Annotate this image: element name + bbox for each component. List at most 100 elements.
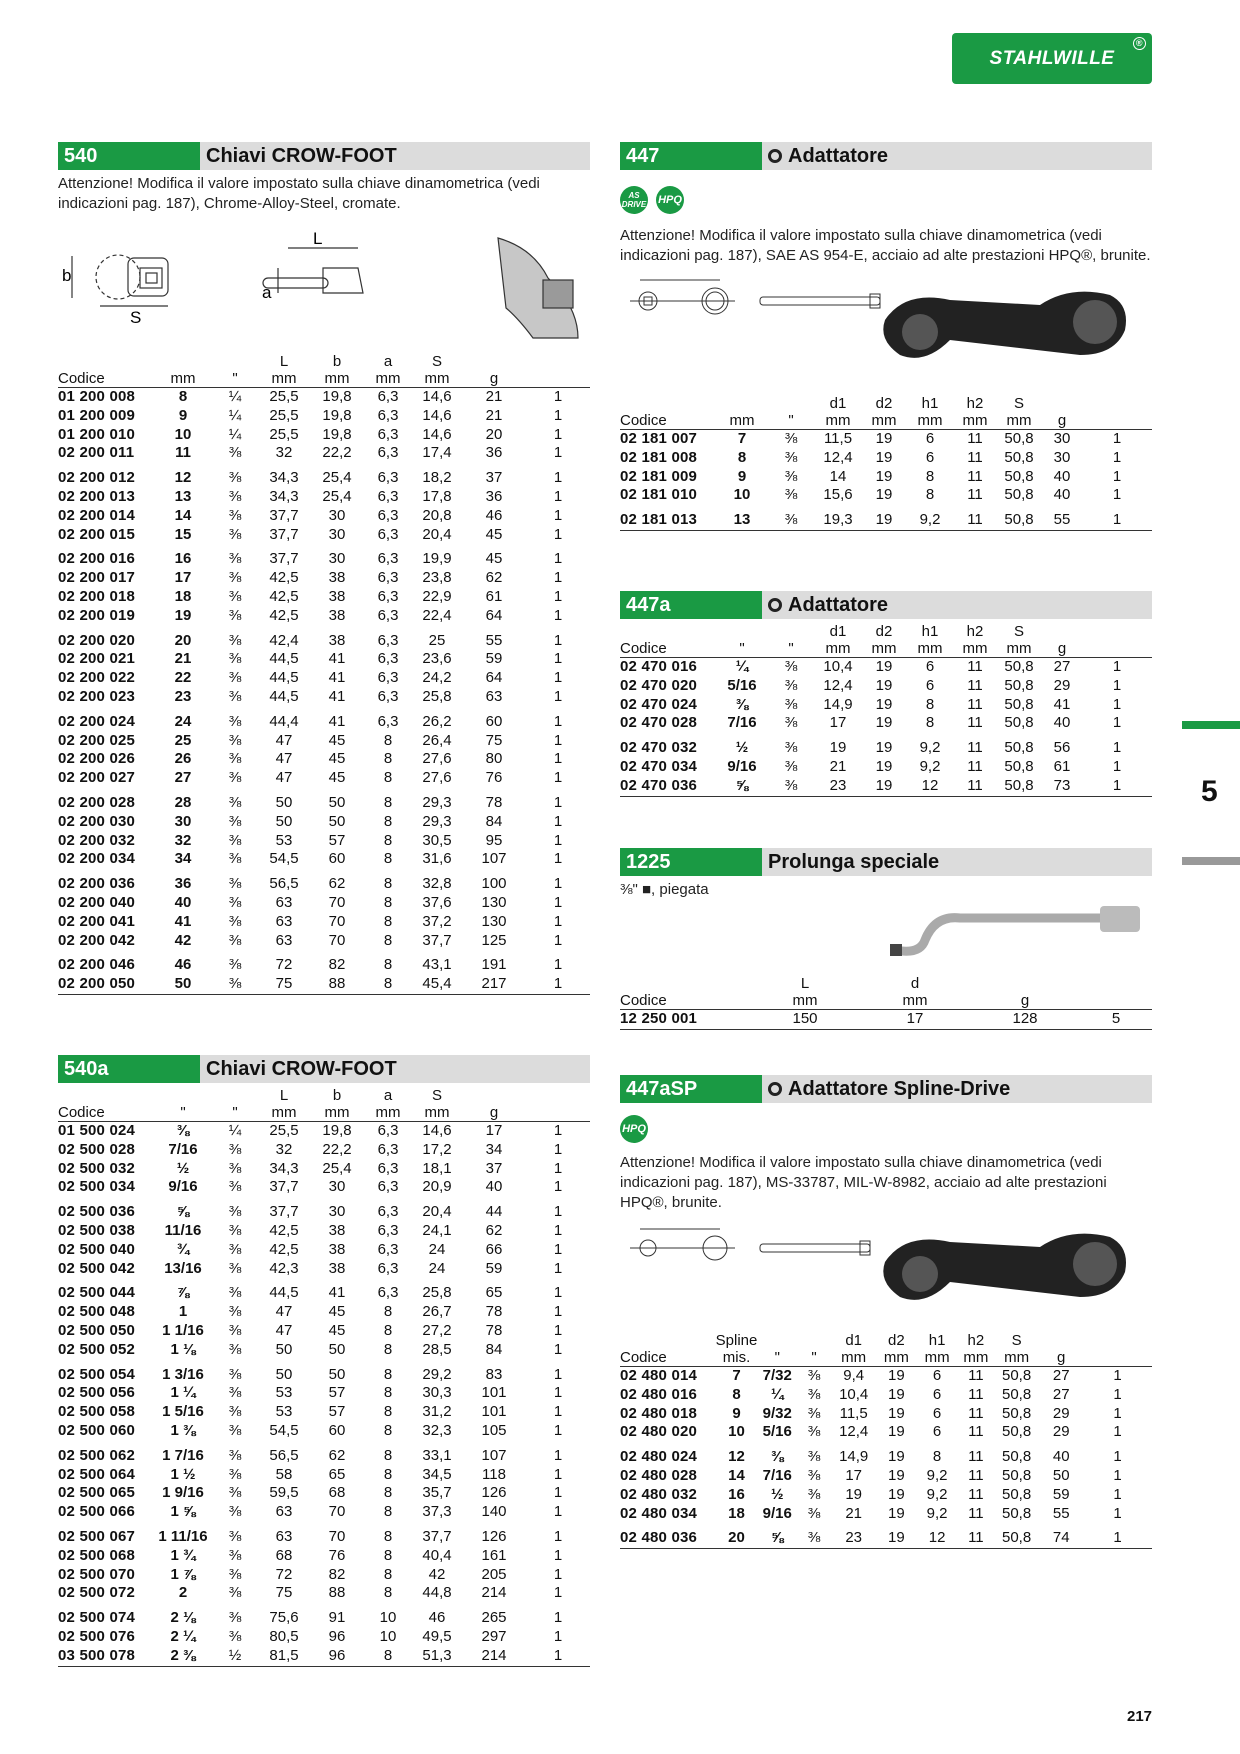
- table-cell: 57: [328, 831, 346, 849]
- table-cell: 13: [716, 505, 768, 531]
- table-cell: 50,8: [1004, 430, 1034, 447]
- column-header: [526, 353, 590, 370]
- table-cell: ⅜: [228, 650, 242, 668]
- chapter-tab-number: 5: [1201, 775, 1218, 808]
- column-header: g: [462, 1104, 526, 1122]
- table-cell: 02 500 058: [58, 1403, 136, 1421]
- column-header: Spline: [715, 1332, 758, 1349]
- table-cell: 02 181 007: [620, 430, 698, 447]
- table-cell: ⅜: [768, 776, 814, 797]
- table-cell: ⅜: [228, 1609, 242, 1627]
- table-cell: 125: [481, 931, 507, 949]
- table-cell: ⅜: [784, 739, 798, 757]
- table-cell: 68: [275, 1546, 293, 1564]
- table-cell: 12,4: [839, 1423, 869, 1441]
- table-cell: 16: [728, 1485, 745, 1503]
- table-cell: ⅜: [807, 1466, 821, 1484]
- table-cell: 53: [275, 1384, 293, 1402]
- table-cell: 02 200 030: [58, 812, 136, 830]
- column-header: mm: [412, 1104, 462, 1122]
- table-cell: ⅜: [228, 1284, 242, 1302]
- column-header: ": [212, 1104, 258, 1122]
- table-cell: 1: [1113, 1367, 1122, 1384]
- table-cell: 1: [1112, 714, 1122, 732]
- table-cell: 36: [485, 444, 503, 462]
- table-cell: 02 480 020: [620, 1423, 698, 1441]
- table-cell: 17,2: [422, 1140, 452, 1158]
- column-header: Codice: [58, 1104, 154, 1122]
- table-cell: 214: [481, 1584, 507, 1602]
- table-cell: 60: [328, 850, 346, 868]
- table-cell: ⅝: [716, 776, 768, 797]
- table-cell: 9/32: [762, 1404, 792, 1422]
- table-cell: 32,8: [422, 875, 452, 893]
- table-cell: 24: [174, 712, 192, 730]
- table-cell: 47: [275, 750, 293, 768]
- column-header: [620, 975, 750, 992]
- table-cell: 11: [954, 776, 996, 797]
- table-cell: 22,4: [422, 606, 452, 624]
- table-cell: 56,5: [269, 1446, 299, 1464]
- table-cell: 1: [553, 731, 563, 749]
- table-cell: ⅜: [807, 1404, 821, 1422]
- column-header: [757, 1332, 797, 1349]
- section-number: 540a: [58, 1055, 200, 1083]
- table-cell: 45: [485, 525, 503, 543]
- table-cell: 30: [328, 506, 346, 524]
- table-cell: 6,3: [377, 425, 399, 443]
- table-cell: 19,3: [814, 505, 862, 531]
- table-cell: 70: [328, 1527, 346, 1545]
- table-cell: 34: [485, 1140, 503, 1158]
- table-cell: ⅜: [228, 1565, 242, 1583]
- table-cell: 25,5: [269, 425, 299, 443]
- table-cell: 19: [862, 505, 906, 531]
- table-cell: 29,2: [422, 1365, 452, 1383]
- table-cell: 02 500 052: [58, 1340, 136, 1358]
- column-header: [797, 1332, 831, 1349]
- table-cell: 7/16: [168, 1140, 198, 1158]
- table-cell: 56,5: [269, 875, 299, 893]
- hpq-badge-icon: HPQ: [620, 1115, 648, 1143]
- column-header: mm: [258, 370, 310, 388]
- table-cell: 9,2: [919, 739, 941, 757]
- section-number: 447aSP: [620, 1075, 762, 1103]
- table-cell: 57: [328, 1403, 346, 1421]
- table-cell: 6: [925, 430, 935, 447]
- table-cell: 19: [829, 739, 847, 757]
- table-cell: 6: [932, 1423, 942, 1441]
- table-cell: 44: [485, 1203, 503, 1221]
- table-cell: 59: [485, 650, 503, 668]
- table-cell: 1: [178, 1303, 188, 1321]
- table-cell: 41: [328, 1284, 346, 1302]
- table-cell: 37: [485, 1159, 503, 1177]
- table-cell: 50: [275, 812, 293, 830]
- table-cell: 19: [888, 1466, 905, 1484]
- table-cell: 11: [968, 1485, 984, 1503]
- table-cell: 46: [485, 506, 503, 524]
- table-cell: 91: [328, 1609, 346, 1627]
- table-cell: 02 500 034: [58, 1178, 136, 1196]
- table-cell: 130: [481, 893, 507, 911]
- table-cell: 6,3: [377, 469, 399, 487]
- table-cell: 27: [1052, 1367, 1070, 1384]
- table-cell: ⅜: [228, 631, 242, 649]
- table-cell: 19: [888, 1448, 905, 1466]
- table-cell: ⅜: [228, 912, 242, 930]
- table-cell: 19: [845, 1485, 862, 1503]
- table-cell: ¼: [228, 1122, 242, 1139]
- table-cell: 7/16: [727, 714, 757, 732]
- label-l: L: [313, 229, 322, 248]
- table-cell: 6,3: [377, 606, 399, 624]
- column-header: d2: [875, 623, 893, 640]
- table-cell: 27,2: [422, 1321, 452, 1339]
- table-cell: 40: [1052, 1448, 1070, 1466]
